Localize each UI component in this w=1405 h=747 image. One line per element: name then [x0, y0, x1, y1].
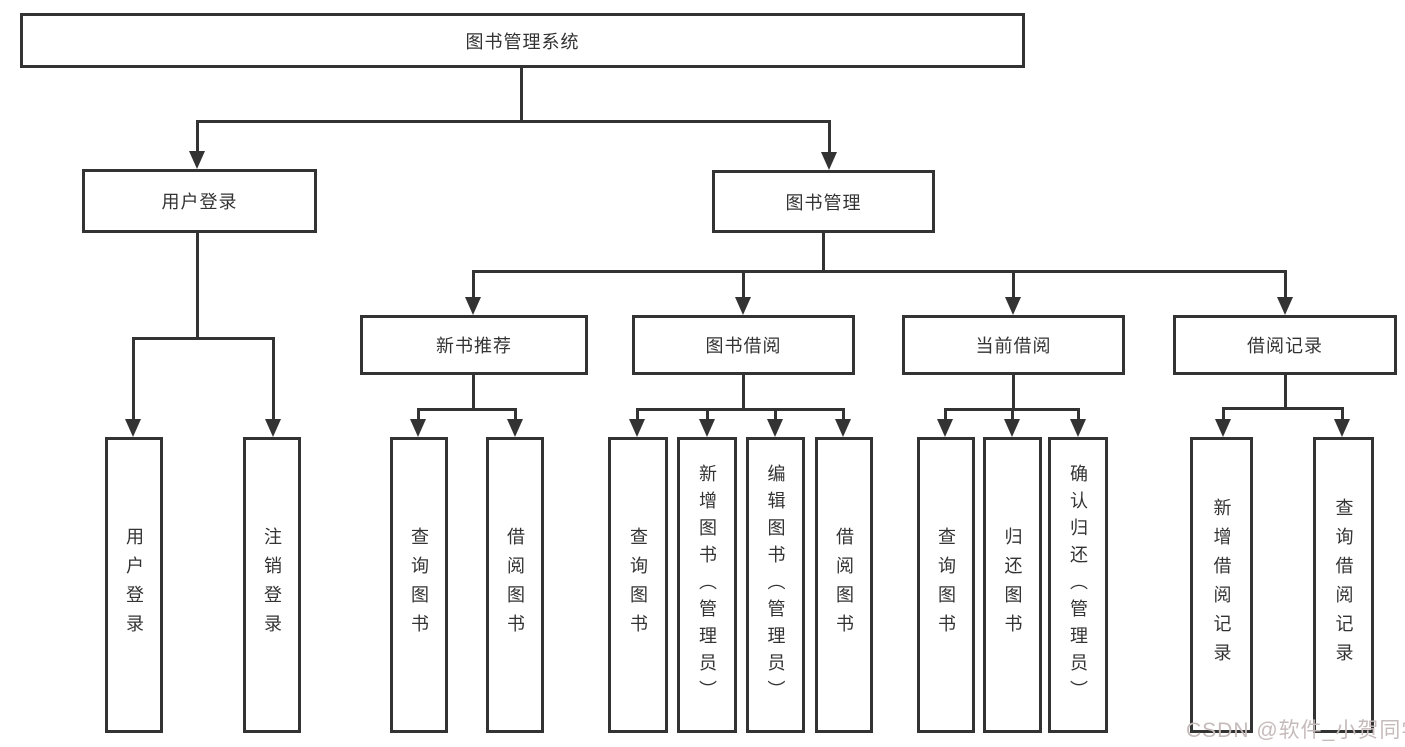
connector-line: [472, 375, 475, 411]
leaf-add-borrow-record: 新增借阅记录: [1190, 437, 1253, 733]
node-root: 图书管理系统: [20, 13, 1025, 68]
leaf-add-books-admin-label: 新增图书（管理员）: [697, 463, 717, 707]
arrow-down-icon: [1334, 419, 1350, 437]
connector-line: [774, 408, 777, 426]
leaf-confirm-return-admin: 确认归还（管理员）: [1048, 437, 1108, 733]
leaf-return-books-label: 归还图书: [1002, 527, 1023, 643]
node-book-management: 图书管理: [712, 170, 935, 233]
leaf-add-borrow-record-label: 新增借阅记录: [1211, 498, 1232, 672]
leaf-query-borrow-record: 查询借阅记录: [1313, 437, 1374, 733]
connector-line: [1077, 408, 1080, 426]
leaf-edit-books-admin: 编辑图书（管理员）: [746, 437, 805, 733]
csdn-watermark: CSDN @软件_小贺同学: [1186, 719, 1405, 742]
leaf-query-books-2: 查询图书: [608, 437, 668, 733]
arrow-down-icon: [629, 419, 645, 437]
arrow-down-icon: [1070, 419, 1086, 437]
connector-line: [472, 270, 1287, 273]
connector-line: [472, 270, 475, 300]
connector-line: [196, 120, 199, 158]
node-book-management-label: 图书管理: [785, 192, 862, 213]
leaf-edit-books-admin-label: 编辑图书（管理员）: [765, 463, 786, 707]
leaf-borrow-books-1-label: 借阅图书: [505, 527, 525, 643]
node-current-borrowing: 当前借阅: [902, 315, 1125, 375]
arrow-down-icon: [410, 419, 426, 437]
connector-line: [196, 233, 199, 340]
leaf-query-books-3-label: 查询图书: [936, 527, 956, 643]
connector-line: [1284, 270, 1287, 300]
leaf-logout: 注销登录: [243, 437, 301, 733]
connector-line: [742, 270, 745, 300]
node-new-book-recommend-label: 新书推荐: [436, 336, 512, 356]
connector-line: [706, 408, 709, 426]
leaf-add-books-admin: 新增图书（管理员）: [677, 437, 737, 733]
connector-line: [1284, 375, 1287, 410]
arrow-down-icon: [699, 419, 715, 437]
connector-line: [822, 233, 825, 273]
arrow-down-icon: [1004, 419, 1020, 437]
connector-line: [272, 337, 275, 423]
node-borrowing-records: 借阅记录: [1173, 315, 1397, 375]
arrow-down-icon: [735, 297, 751, 315]
leaf-borrow-books-2: 借阅图书: [815, 437, 873, 733]
connector-line: [636, 408, 845, 411]
connector-line: [520, 68, 523, 120]
arrow-down-icon: [265, 419, 281, 437]
node-book-borrowing-label: 图书借阅: [705, 336, 782, 356]
connector-line: [132, 337, 135, 423]
arrow-down-icon: [835, 419, 851, 437]
arrow-down-icon: [767, 419, 783, 437]
arrow-down-icon: [465, 297, 481, 315]
connector-line: [1223, 407, 1343, 410]
node-user-login-label: 用户登录: [161, 192, 238, 212]
leaf-borrow-books-1: 借阅图书: [486, 437, 544, 733]
connector-line: [828, 120, 831, 158]
leaf-query-borrow-record-label: 查询借阅记录: [1333, 498, 1354, 672]
connector-line: [842, 408, 845, 426]
leaf-user-login-label: 用户登录: [124, 527, 144, 643]
node-borrowing-records-label: 借阅记录: [1247, 336, 1323, 356]
connector-line: [944, 408, 947, 426]
arrow-down-icon: [1215, 419, 1231, 437]
node-current-borrowing-label: 当前借阅: [975, 336, 1052, 356]
node-root-label: 图书管理系统: [465, 31, 580, 52]
arrow-down-icon: [1277, 297, 1293, 315]
arrow-down-icon: [507, 419, 523, 437]
arrow-down-icon: [189, 151, 205, 169]
connector-line: [1012, 270, 1015, 300]
connector-line: [197, 120, 831, 123]
leaf-query-books-3: 查询图书: [917, 437, 975, 733]
leaf-query-books-1: 查询图书: [390, 437, 448, 733]
arrow-down-icon: [821, 152, 837, 170]
leaf-query-books-2-label: 查询图书: [628, 527, 648, 643]
connector-line: [133, 337, 275, 340]
connector-line: [1341, 407, 1344, 425]
leaf-return-books: 归还图书: [983, 437, 1042, 733]
connector-line: [1222, 407, 1225, 425]
connector-line: [417, 408, 420, 426]
arrow-down-icon: [937, 419, 953, 437]
connector-line: [514, 408, 517, 426]
node-new-book-recommend: 新书推荐: [360, 315, 588, 375]
arrow-down-icon: [1005, 297, 1021, 315]
connector-line: [418, 408, 516, 411]
leaf-borrow-books-2-label: 借阅图书: [834, 527, 854, 643]
connector-line: [1012, 375, 1015, 411]
connector-line: [1011, 408, 1014, 426]
leaf-query-books-1-label: 查询图书: [409, 527, 429, 643]
node-book-borrowing: 图书借阅: [632, 315, 855, 375]
leaf-logout-label: 注销登录: [262, 527, 282, 643]
leaf-user-login: 用户登录: [105, 437, 163, 733]
node-user-login: 用户登录: [82, 169, 317, 233]
leaf-confirm-return-admin-label: 确认归还（管理员）: [1068, 463, 1088, 707]
connector-line: [636, 408, 639, 426]
connector-line: [742, 375, 745, 411]
arrow-down-icon: [125, 419, 141, 437]
